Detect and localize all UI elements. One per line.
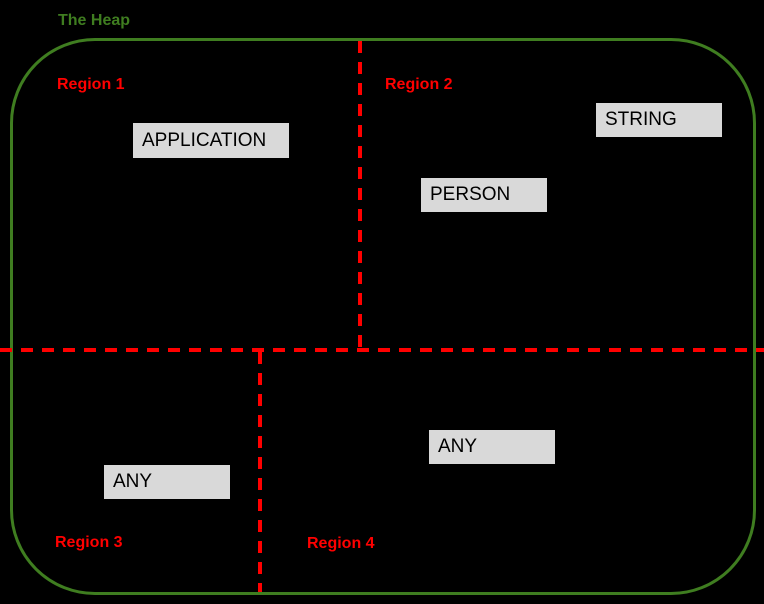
node-any-region4: ANY: [427, 428, 557, 466]
node-person: PERSON: [419, 176, 549, 214]
region-4-label: Region 4: [307, 535, 375, 552]
region-3-label: Region 3: [55, 534, 123, 551]
node-string: STRING: [594, 101, 724, 139]
node-application: APPLICATION: [131, 121, 291, 160]
region-divider-horizontal: [0, 348, 764, 352]
region-divider-vertical-bottom: [258, 352, 262, 592]
region-2-label: Region 2: [385, 76, 453, 93]
region-divider-vertical-top: [358, 41, 362, 352]
region-1-label: Region 1: [57, 76, 125, 93]
heap-boundary: [10, 38, 756, 595]
node-any-region3: ANY: [102, 463, 232, 501]
heap-title: The Heap: [58, 12, 131, 29]
